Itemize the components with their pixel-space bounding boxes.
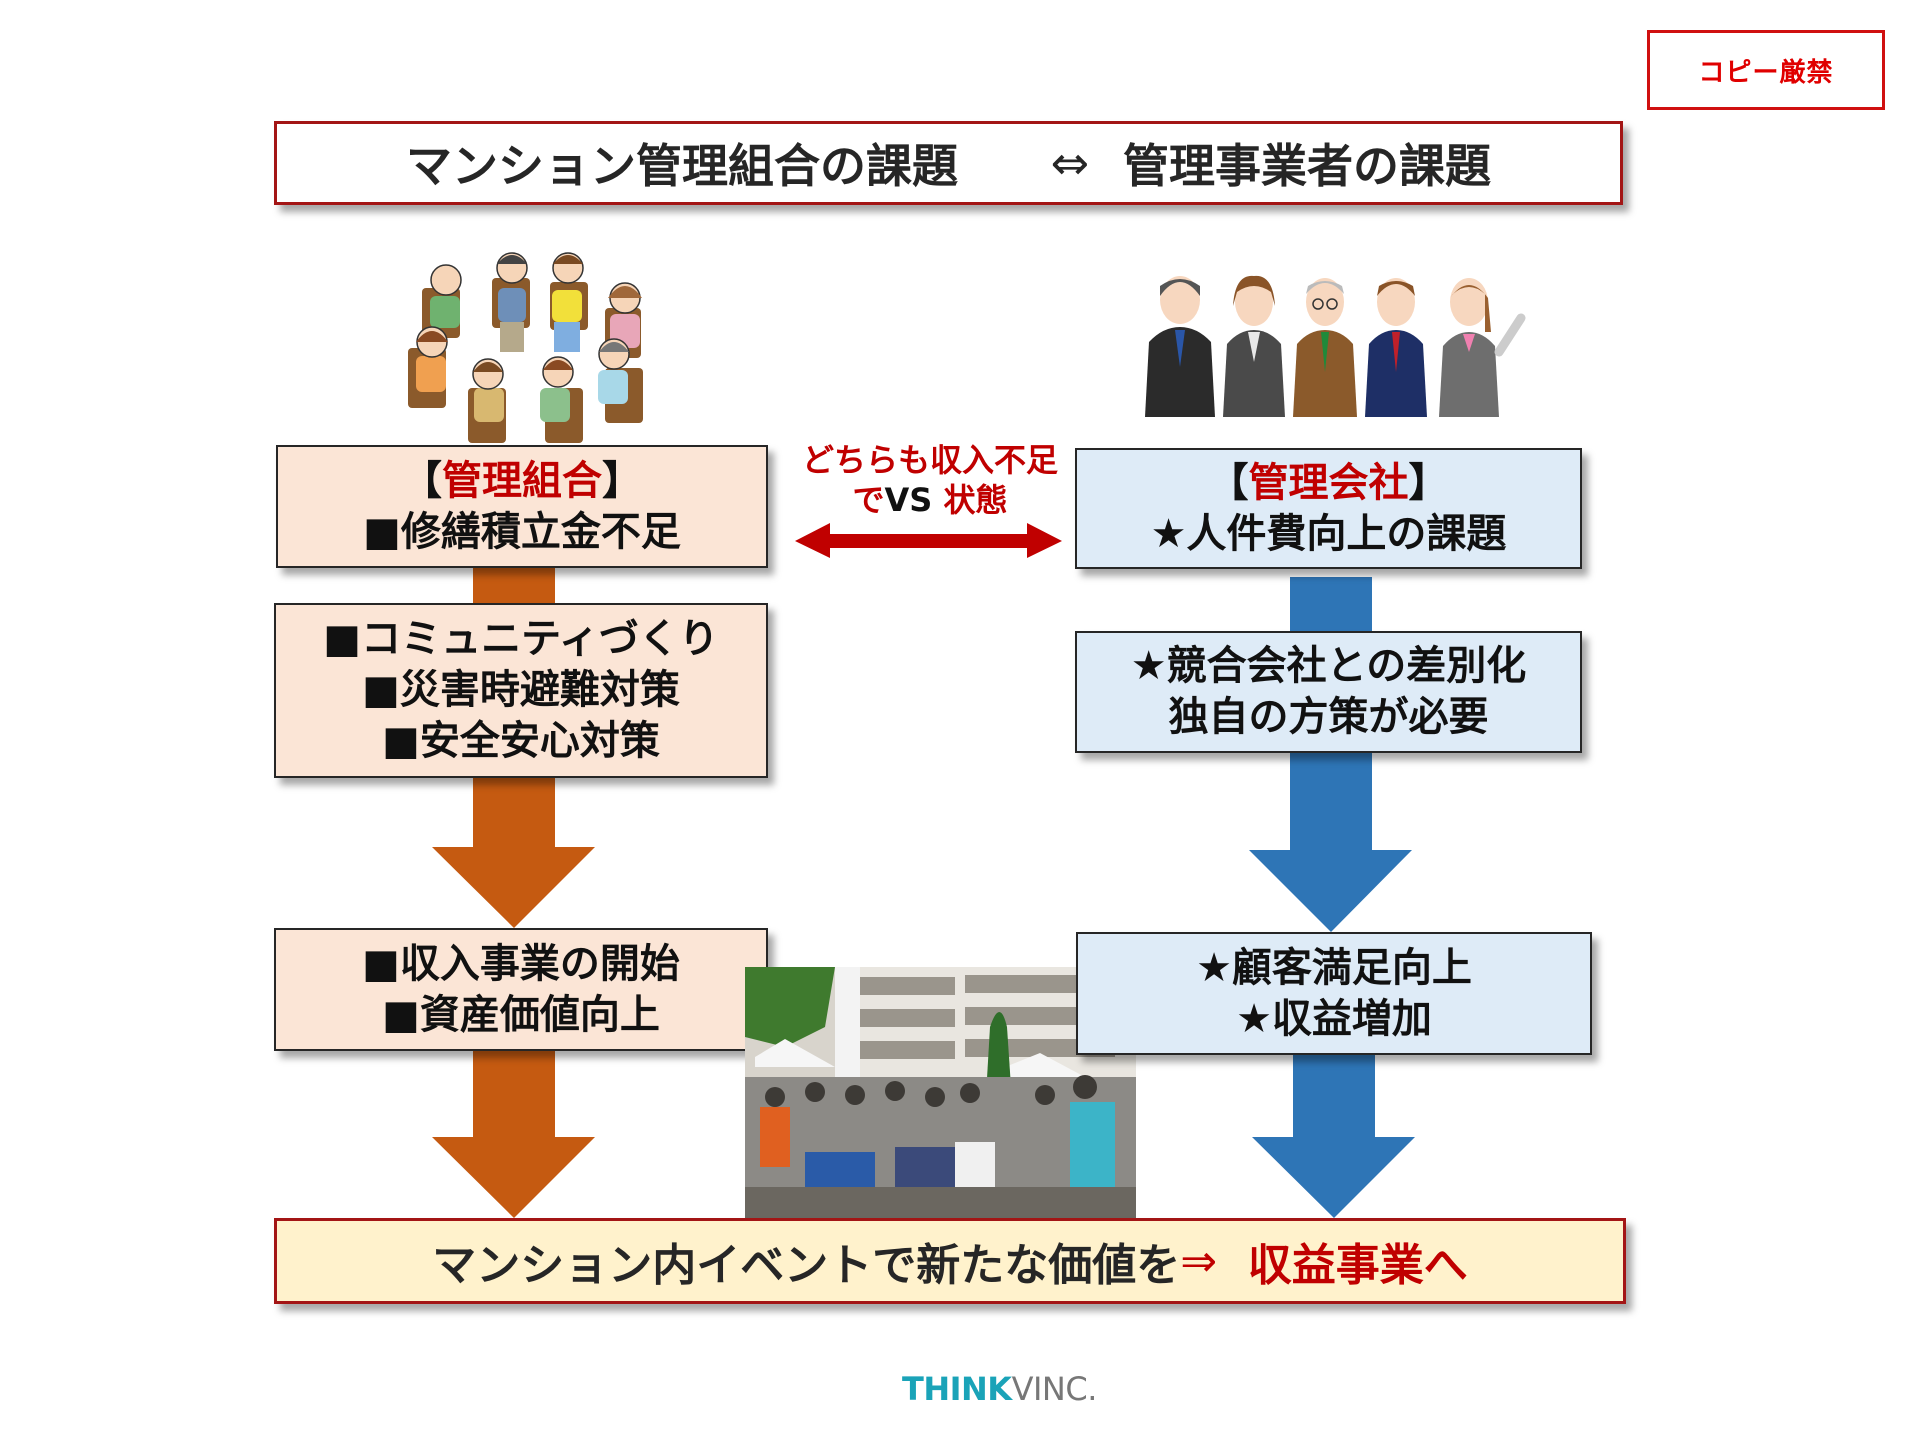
staff-member [1145, 276, 1215, 417]
vs-label-state: 状態 [932, 481, 1008, 519]
seated-person [550, 252, 588, 352]
seated-person [605, 282, 642, 358]
seated-person [598, 338, 643, 423]
meeting-circle-illustration [408, 252, 643, 443]
seated-person [468, 358, 506, 443]
vs-label-line1: どちらも収入不足 [801, 441, 1058, 479]
union-issue-line: ■修繕積立金不足 [363, 508, 681, 555]
company-outcome-item: ★顧客満足向上 [1196, 944, 1472, 991]
think-vinc-logo: THINKVINC. [902, 1372, 1097, 1406]
staff-member [1439, 278, 1526, 417]
union-measure-item: ■コミュニティづくり [323, 616, 719, 662]
orange-connector-1 [473, 566, 555, 606]
vs-label-vs: VS [884, 481, 933, 519]
title-right: 管理事業者の課題 [1123, 139, 1492, 193]
bidirectional-arrow-icon: ⇔ [1050, 136, 1090, 190]
company-strategy-box: ★競合会社との差別化 独自の方策が必要 [1075, 631, 1582, 753]
conclusion-highlight: 収益事業へ [1217, 1240, 1468, 1291]
apartment-event-photo [745, 967, 1136, 1218]
company-issue-box: 【管理会社】 ★人件費向上の課題 [1075, 448, 1582, 569]
orange-down-arrow-1 [432, 776, 595, 928]
title-separator: ⇔ [992, 82, 1089, 244]
vs-double-arrow [795, 523, 1062, 558]
bracket-open: 【 [402, 457, 442, 504]
conclusion-box: マンション内イベントで新たな価値を ⇒ 収益事業へ [274, 1218, 1626, 1304]
logo-think: THINK [902, 1370, 1012, 1408]
event-photo-graphic [745, 967, 1136, 1218]
union-outcome-item: ■資産価値向上 [382, 991, 660, 1038]
union-issue-box: 【管理組合】 ■修繕積立金不足 [276, 445, 768, 568]
right-arrow-icon: ⇒ [1180, 1235, 1218, 1287]
page-title: マンション管理組合の課題 ⇔ 管理事業者の課題 [274, 121, 1623, 205]
union-outcome-box: ■収入事業の開始 ■資産価値向上 [274, 928, 768, 1051]
bracket-open: 【 [1208, 459, 1249, 506]
union-measure-item: ■災害時避難対策 [362, 667, 680, 713]
copy-prohibited-badge: コピー厳禁 [1647, 30, 1885, 110]
vs-label-line2: でVS 状態 [790, 480, 1070, 520]
staff-member [1293, 278, 1357, 417]
title-left: マンション管理組合の課題 [405, 139, 958, 193]
union-heading: 【管理組合】 [402, 456, 642, 507]
company-issue-line: ★人件費向上の課題 [1150, 510, 1507, 557]
seated-person [540, 356, 583, 443]
orange-down-arrow-2 [432, 1049, 595, 1218]
company-strategy-item: 独自の方策が必要 [1168, 694, 1489, 740]
staff-member [1223, 275, 1285, 417]
business-staff-illustration [1145, 275, 1526, 417]
conclusion-text: マンション内イベントで新たな価値を [432, 1240, 1181, 1291]
staff-member [1365, 278, 1427, 417]
company-heading: 【管理会社】 [1209, 458, 1449, 509]
company-strategy-item: ★競合会社との差別化 [1130, 643, 1527, 689]
logo-vinc: VINC. [1011, 1370, 1098, 1408]
union-heading-text: 管理組合 [442, 457, 602, 504]
blue-down-arrow-1 [1249, 751, 1412, 932]
vs-label-de: で [852, 481, 885, 519]
vs-label: どちらも収入不足 でVS 状態 [790, 440, 1070, 520]
blue-down-arrow-2 [1252, 1053, 1415, 1218]
seated-person [492, 252, 530, 352]
bracket-close: 】 [602, 457, 642, 504]
company-heading-text: 管理会社 [1248, 459, 1409, 506]
seated-person [408, 326, 448, 408]
company-outcome-item: ★収益増加 [1236, 995, 1432, 1042]
union-measures-box: ■コミュニティづくり ■災害時避難対策 ■安全安心対策 [274, 603, 768, 778]
copy-prohibited-text: コピー厳禁 [1698, 57, 1834, 88]
union-outcome-item: ■収入事業の開始 [362, 940, 680, 987]
seated-person [422, 264, 462, 338]
blue-connector-1 [1290, 577, 1372, 633]
bracket-close: 】 [1408, 459, 1449, 506]
company-outcome-box: ★顧客満足向上 ★収益増加 [1076, 932, 1592, 1055]
union-measure-item: ■安全安心対策 [382, 718, 660, 764]
